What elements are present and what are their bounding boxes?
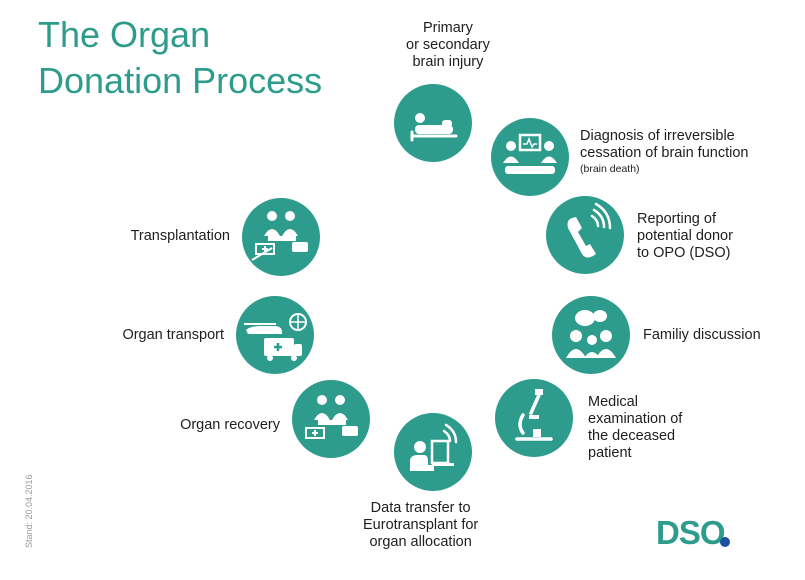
step-diagnosis-circle [491,118,569,196]
label-line: Reporting of [637,211,716,227]
helicopter-ambulance-icon [244,313,307,361]
title-line-2: Donation Process [38,60,323,101]
step-injury-label: Primary or secondary brain injury [406,20,490,71]
computer-user-icon [410,423,458,471]
label-line: Primary [422,20,473,36]
label-note: (brain death) [580,163,640,175]
phone-icon [567,202,612,258]
step-examination-circle [495,379,573,457]
step-transport-label: Organ transport [90,327,224,344]
step-transplant-circle [242,198,320,276]
page-title: The Organ Donation Process [38,12,322,104]
label-line: cessation of brain function [580,145,749,161]
step-diagnosis-label: Diagnosis of irreversible cessation of b… [580,128,748,176]
step-data-circle [394,413,472,491]
logo-dot [720,537,730,547]
step-reporting-circle [546,196,624,274]
patient-bed-icon [410,113,458,142]
step-transport-circle [236,296,314,374]
label-line: Organ transport [122,327,224,343]
step-data-label: Data transfer to Eurotransplant for orga… [363,500,478,551]
label-line: to OPO (DSO) [637,245,731,261]
date-stamp: Stand: 20.04.2016 [24,474,34,548]
step-injury-circle [394,84,472,162]
dso-logo: DSO [656,514,726,551]
label-line: Familiy discussion [643,327,761,343]
surgeons-icon [251,211,308,261]
label-line: Medical [588,394,638,410]
surgeons-icon [305,395,358,439]
step-family-label: Familiy discussion [643,327,761,344]
microscope-icon [515,389,553,441]
label-line: Organ recovery [180,417,280,433]
step-transplant-label: Transplantation [100,228,230,245]
label-line: Eurotransplant for [363,517,479,533]
label-line: brain injury [412,54,484,70]
step-family-circle [552,296,630,374]
label-line: potential donor [637,228,733,244]
label-line: patient [588,445,632,461]
label-line: Data transfer to [370,500,471,516]
title-line-1: The Organ [38,14,211,55]
step-reporting-label: Reporting of potential donor to OPO (DSO… [637,211,733,262]
label-line: Transplantation [130,228,230,244]
label-line: Diagnosis of irreversible [580,128,735,144]
step-recovery-circle [292,380,370,458]
family-group-icon [566,310,616,358]
label-line: or secondary [406,37,490,53]
step-recovery-label: Organ recovery [150,417,280,434]
step-examination-label: Medical examination of the deceased pati… [588,394,682,462]
doctors-monitor-icon [503,133,557,174]
label-line: the deceased [588,428,676,444]
label-line: examination of [588,411,683,427]
label-line: organ allocation [369,534,472,550]
